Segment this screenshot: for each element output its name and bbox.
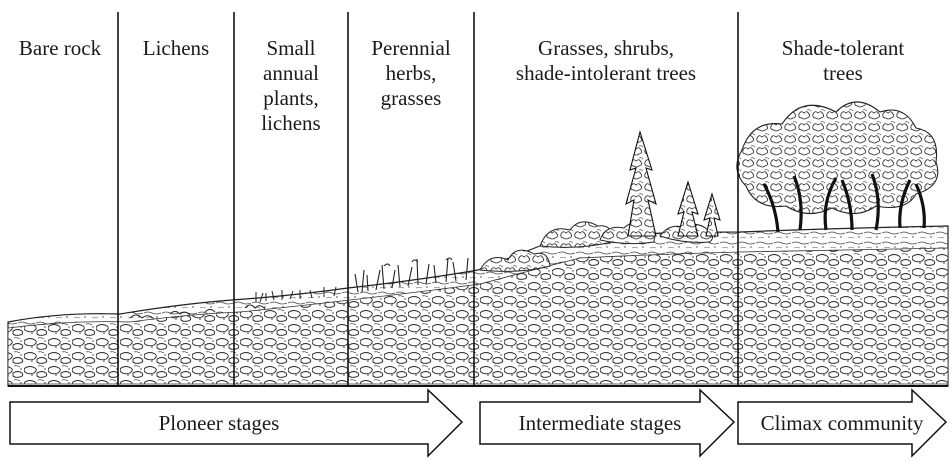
stage-label-perennial-herbs: Perennial herbs, grasses bbox=[348, 36, 474, 111]
stage-label-bare-rock: Bare rock bbox=[2, 36, 118, 61]
stage-label-grasses-shrubs: Grasses, shrubs, shade-intolerant trees bbox=[474, 36, 738, 86]
deciduous-trees bbox=[737, 102, 938, 232]
phase-label-climax: Climax community bbox=[736, 411, 948, 436]
stage-label-small-annual-plants: Small annual plants, lichens bbox=[234, 36, 348, 136]
stage-label-shade-tolerant-trees: Shade-tolerant trees bbox=[738, 36, 948, 86]
phase-label-intermediate: Intermediate stages bbox=[480, 411, 720, 436]
stage-label-lichens: Lichens bbox=[118, 36, 234, 61]
conifer-trees bbox=[626, 132, 720, 236]
phase-label-pioneer: Ploneer stages bbox=[10, 411, 428, 436]
